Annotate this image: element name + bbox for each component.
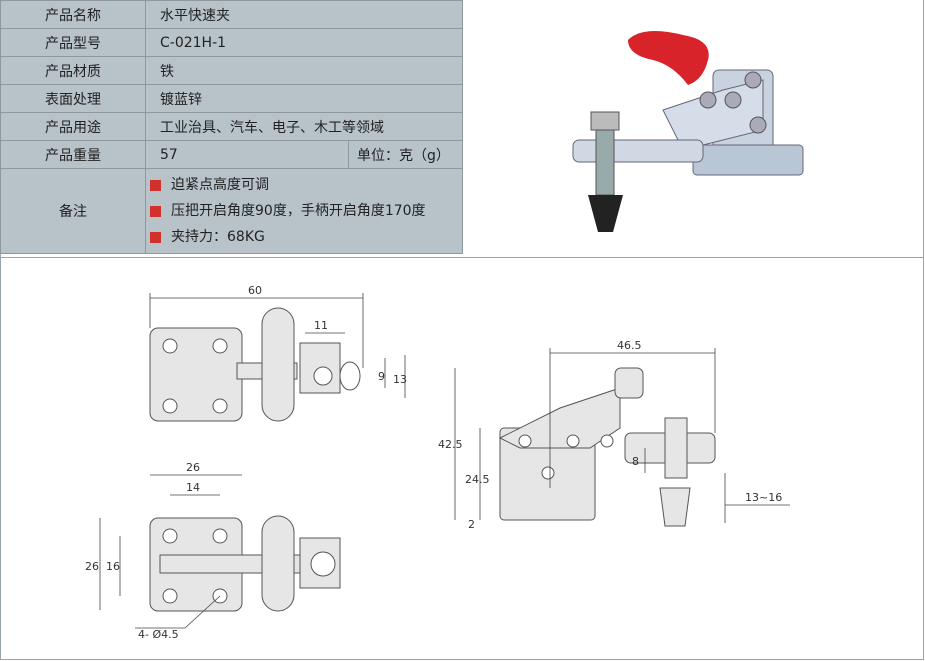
- row-label: 产品型号: [0, 28, 146, 57]
- note-item: 夹持力：68KG: [150, 224, 462, 250]
- row-label: 产品用途: [0, 112, 146, 141]
- row-label: 产品材质: [0, 56, 146, 85]
- note-text: 夹持力：68KG: [171, 229, 265, 245]
- row-value: 57: [145, 140, 349, 169]
- table-row: 表面处理镀蓝锌: [0, 84, 463, 113]
- table-row: 产品名称水平快速夹: [0, 0, 463, 29]
- dim-46-5: 46.5: [617, 339, 642, 352]
- dim-2: 2: [468, 518, 475, 531]
- table-row: 产品材质铁: [0, 56, 463, 85]
- row-value: C-021H-1: [145, 28, 463, 57]
- row-label: 产品名称: [0, 0, 146, 29]
- note-item: 迫紧点高度可调: [150, 172, 462, 198]
- notes-label: 备注: [0, 168, 146, 254]
- note-text: 压把开启角度90度，手柄开启角度170度: [171, 203, 426, 219]
- bullet-square-icon: [150, 179, 161, 191]
- bullet-square-icon: [150, 205, 161, 217]
- dim-9: 9: [378, 370, 385, 383]
- dim-11: 11: [314, 319, 328, 332]
- dim-60: 60: [248, 284, 262, 297]
- row-value: 镀蓝锌: [145, 84, 463, 113]
- product-photo: [463, 0, 923, 257]
- row-label: 产品重量: [0, 140, 146, 169]
- dim-14: 14: [186, 481, 200, 494]
- notes-cell: 迫紧点高度可调 压把开启角度90度，手柄开启角度170度 夹持力：68KG: [145, 168, 463, 254]
- dim-42-5: 42.5: [438, 438, 463, 451]
- note-item: 压把开启角度90度，手柄开启角度170度: [150, 198, 462, 224]
- row-label: 表面处理: [0, 84, 146, 113]
- dim-16: 16: [106, 560, 120, 573]
- technical-drawing: 60 11 9 13 26 14 26 16 4- Ø4.5 46.5 42.5…: [85, 284, 790, 641]
- row-value: 铁: [145, 56, 463, 85]
- note-text: 迫紧点高度可调: [171, 177, 269, 193]
- dim-holes: 4- Ø4.5: [138, 628, 179, 641]
- row-value: 工业治具、汽车、电子、木工等领域: [145, 112, 463, 141]
- divider: [0, 257, 924, 258]
- table-row: 产品用途工业治具、汽车、电子、木工等领域: [0, 112, 463, 141]
- notes-row: 备注 迫紧点高度可调 压把开启角度90度，手柄开启角度170度 夹持力：68KG: [0, 168, 463, 254]
- row-value: 水平快速夹: [145, 0, 463, 29]
- unit-cell: 单位：克（g）: [348, 140, 463, 169]
- dim-8: 8: [632, 455, 639, 468]
- bullet-square-icon: [150, 231, 161, 243]
- dim-13: 13: [393, 373, 407, 386]
- dim-24-5: 24.5: [465, 473, 490, 486]
- dim-26-width: 26: [186, 461, 200, 474]
- dim-26-height: 26: [85, 560, 99, 573]
- dim-13-16: 13~16: [745, 491, 782, 504]
